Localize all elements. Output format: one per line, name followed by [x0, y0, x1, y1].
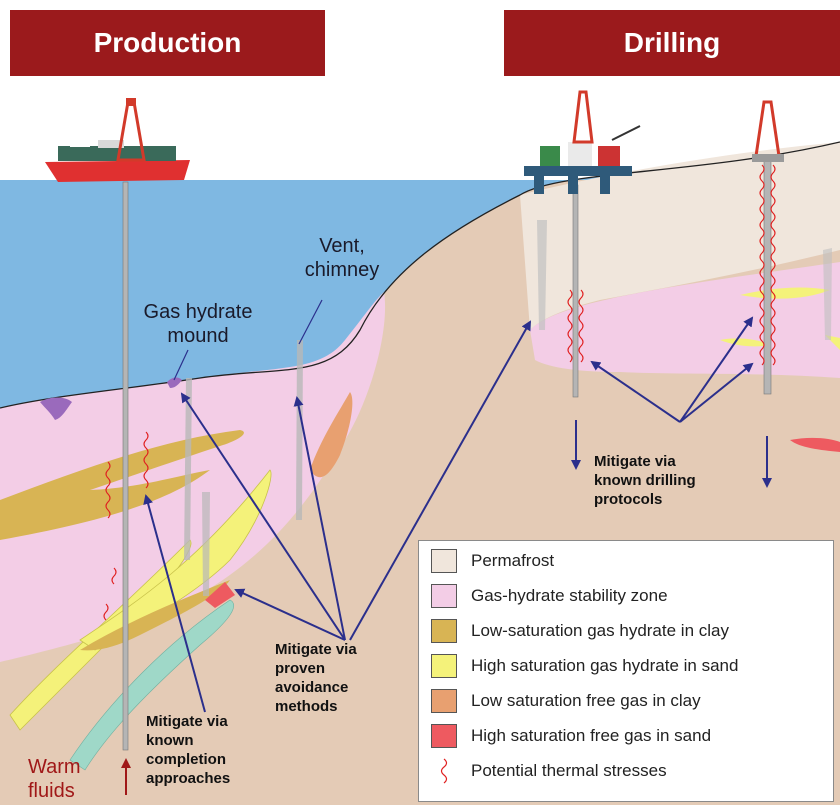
callout-avoidance-line2: proven — [275, 660, 326, 677]
legend-label: Gas-hydrate stability zone — [471, 586, 668, 605]
hydrate-sand-lens — [720, 338, 770, 347]
drilling-well-1 — [572, 184, 579, 398]
gas-hydrate-mound-label: Gas hydrate mound — [128, 300, 268, 348]
vent-label-line1: Vent, — [319, 235, 365, 257]
free-gas-sand-patch — [790, 437, 840, 452]
legend-swatch — [431, 584, 457, 608]
mitigation-arrows — [143, 316, 772, 713]
vent-label-line2: chimney — [304, 259, 380, 281]
legend-swatch — [431, 654, 457, 678]
legend-item-hydrate-stability-zone: Gas-hydrate stability zone — [431, 583, 668, 609]
free-gas-sand-lens — [69, 599, 235, 771]
vent-chimney — [537, 220, 547, 330]
callout-avoidance-line1: Mitigate via — [275, 641, 357, 658]
legend-item-permafrost: Permafrost — [431, 548, 554, 574]
onshore-rig-icon — [752, 100, 784, 162]
vent-leader — [298, 299, 323, 345]
callout-avoidance-line3: avoidance — [275, 679, 349, 696]
legend-swatch — [431, 724, 457, 748]
production-header: Production — [10, 10, 325, 76]
vent-chimney — [823, 248, 832, 340]
legend-label: Potential thermal stresses — [471, 761, 667, 780]
ocean — [0, 142, 840, 408]
mound-leader — [173, 349, 189, 381]
callout-completion-line2: known — [146, 732, 194, 749]
legend-label: High saturation gas hydrate in sand — [471, 656, 739, 675]
gas-hydrate-mound-label-line2: mound — [167, 325, 229, 347]
legend-label: Low-saturation gas hydrate in clay — [471, 621, 729, 640]
drilling-well-2 — [763, 159, 772, 395]
gas-hydrate-mound — [40, 397, 72, 420]
legend-label: High saturation free gas in sand — [471, 726, 712, 745]
legend-swatch — [431, 689, 457, 713]
legend-label: Permafrost — [471, 551, 555, 570]
legend-item-thermal-stresses: Potential thermal stresses — [431, 758, 667, 784]
vent-chimney — [296, 340, 303, 520]
thermal-stress-wave-icon — [431, 758, 457, 784]
hydrate-clay-lens — [80, 580, 230, 651]
warm-fluids-label-line2: fluids — [28, 780, 75, 802]
drilling-platform-icon — [524, 90, 641, 194]
legend-label: Low saturation free gas in clay — [471, 691, 701, 710]
legend-item-high-sat-hydrate-sand: High saturation gas hydrate in sand — [431, 653, 738, 679]
callout-drilling-line1: Mitigate via — [594, 453, 676, 470]
legend-swatch — [431, 549, 457, 573]
legend: Permafrost Gas-hydrate stability zone Lo… — [418, 540, 834, 802]
callout-completion-approaches: Mitigate via known completion approaches — [146, 712, 230, 788]
callout-completion-line1: Mitigate via — [146, 713, 228, 730]
free-gas-clay-lens — [310, 392, 353, 478]
free-gas-sand-patch — [205, 582, 235, 608]
vent-chimney — [184, 378, 192, 560]
callout-drilling-protocols: Mitigate via known drilling protocols — [594, 452, 696, 509]
callout-completion-line4: approaches — [146, 770, 231, 787]
legend-swatch — [431, 619, 457, 643]
vent-chimney — [202, 492, 210, 596]
legend-item-low-sat-free-gas-clay: Low saturation free gas in clay — [431, 688, 701, 714]
drilling-header: Drilling — [504, 10, 840, 76]
thermal-stress-marks — [103, 164, 776, 621]
callout-avoidance-methods: Mitigate via proven avoidance methods — [275, 640, 357, 716]
legend-item-low-sat-hydrate-clay: Low-saturation gas hydrate in clay — [431, 618, 729, 644]
callout-completion-line3: completion — [146, 751, 227, 768]
warm-fluids-label-line1: Warm — [28, 756, 81, 778]
gas-hydrate-mound-label-line1: Gas hydrate — [143, 301, 253, 323]
permafrost-band — [620, 160, 840, 240]
warm-fluids-label: Warm fluids — [28, 755, 94, 803]
callout-drilling-line2: known drilling — [594, 472, 696, 489]
gas-hydrate-mound — [167, 377, 182, 388]
production-well — [122, 181, 129, 751]
callout-avoidance-line4: methods — [275, 698, 338, 715]
callout-drilling-line3: protocols — [594, 491, 663, 508]
hydrate-sand-lens — [740, 287, 830, 299]
vent-chimney-label: Vent, chimney — [292, 234, 392, 282]
production-ship-icon — [45, 98, 190, 182]
legend-item-high-sat-free-gas-sand: High saturation free gas in sand — [431, 723, 711, 749]
hydrate-clay-lens — [0, 430, 244, 540]
